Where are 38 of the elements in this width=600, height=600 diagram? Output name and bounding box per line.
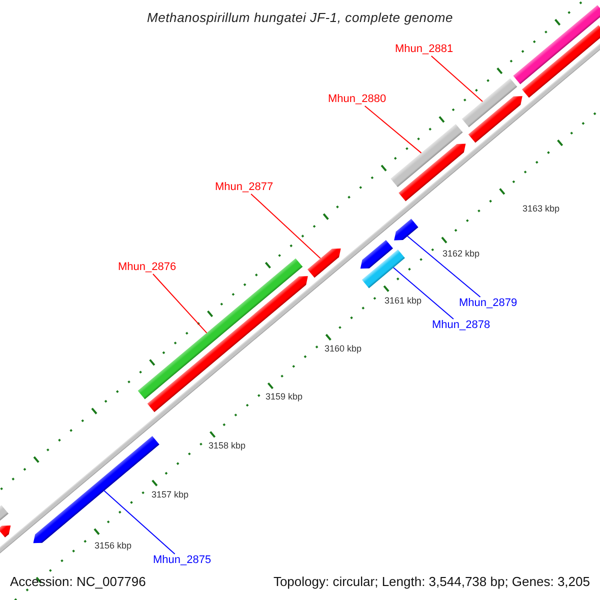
gene-feature (362, 250, 405, 288)
gene-label: Mhun_2881 (395, 43, 454, 56)
gene-feature (462, 78, 518, 128)
gene-feature-pointed (147, 276, 308, 412)
gene-label: Mhun_2879 (459, 297, 518, 310)
gene-feature-pointed (398, 144, 466, 202)
gene-feature (0, 505, 9, 521)
gene-feature-pointed (307, 248, 341, 278)
gene-feature-pointed (468, 96, 522, 143)
gene-feature (522, 25, 600, 98)
gene-feature-pointed (360, 240, 394, 269)
gene-feature (513, 5, 600, 84)
gene-feature (390, 124, 463, 188)
gene-label: Mhun_2875 (153, 554, 212, 567)
scale-label: 3162 kbp (442, 248, 480, 260)
leader-line (407, 236, 481, 298)
gene-label: Mhun_2878 (432, 319, 490, 332)
scale-label: 3156 kbp (94, 540, 132, 552)
leader-line (430, 56, 484, 102)
gene-label: Mhun_2876 (118, 261, 176, 274)
scale-label: 3160 kbp (324, 344, 362, 354)
gene-label: Mhun_2880 (328, 93, 386, 106)
scale-label: 3159 kbp (265, 392, 303, 402)
scale-label: 3157 kbp (151, 490, 189, 500)
leader-line (152, 274, 208, 334)
scale-label: 3161 kbp (384, 296, 422, 306)
leader-line (250, 194, 321, 259)
diagram-title: Methanospirillum hungatei JF-1, complete genome (146, 10, 454, 25)
gene-feature-pointed (0, 526, 11, 538)
gene-label: Mhun_2877 (215, 181, 274, 194)
footer-text: Accession: NC_007796 (10, 574, 146, 590)
leader-line (104, 490, 176, 554)
leader-line (392, 267, 454, 320)
gene-feature-pointed (394, 218, 418, 240)
leader-line (364, 106, 422, 154)
footer-text: Topology: circular; Length: 3,544,738 bp; Genes: 3,205 (273, 574, 590, 590)
scale-label: 3163 kbp (522, 204, 560, 214)
scale-label: 3158 kbp (208, 440, 246, 452)
